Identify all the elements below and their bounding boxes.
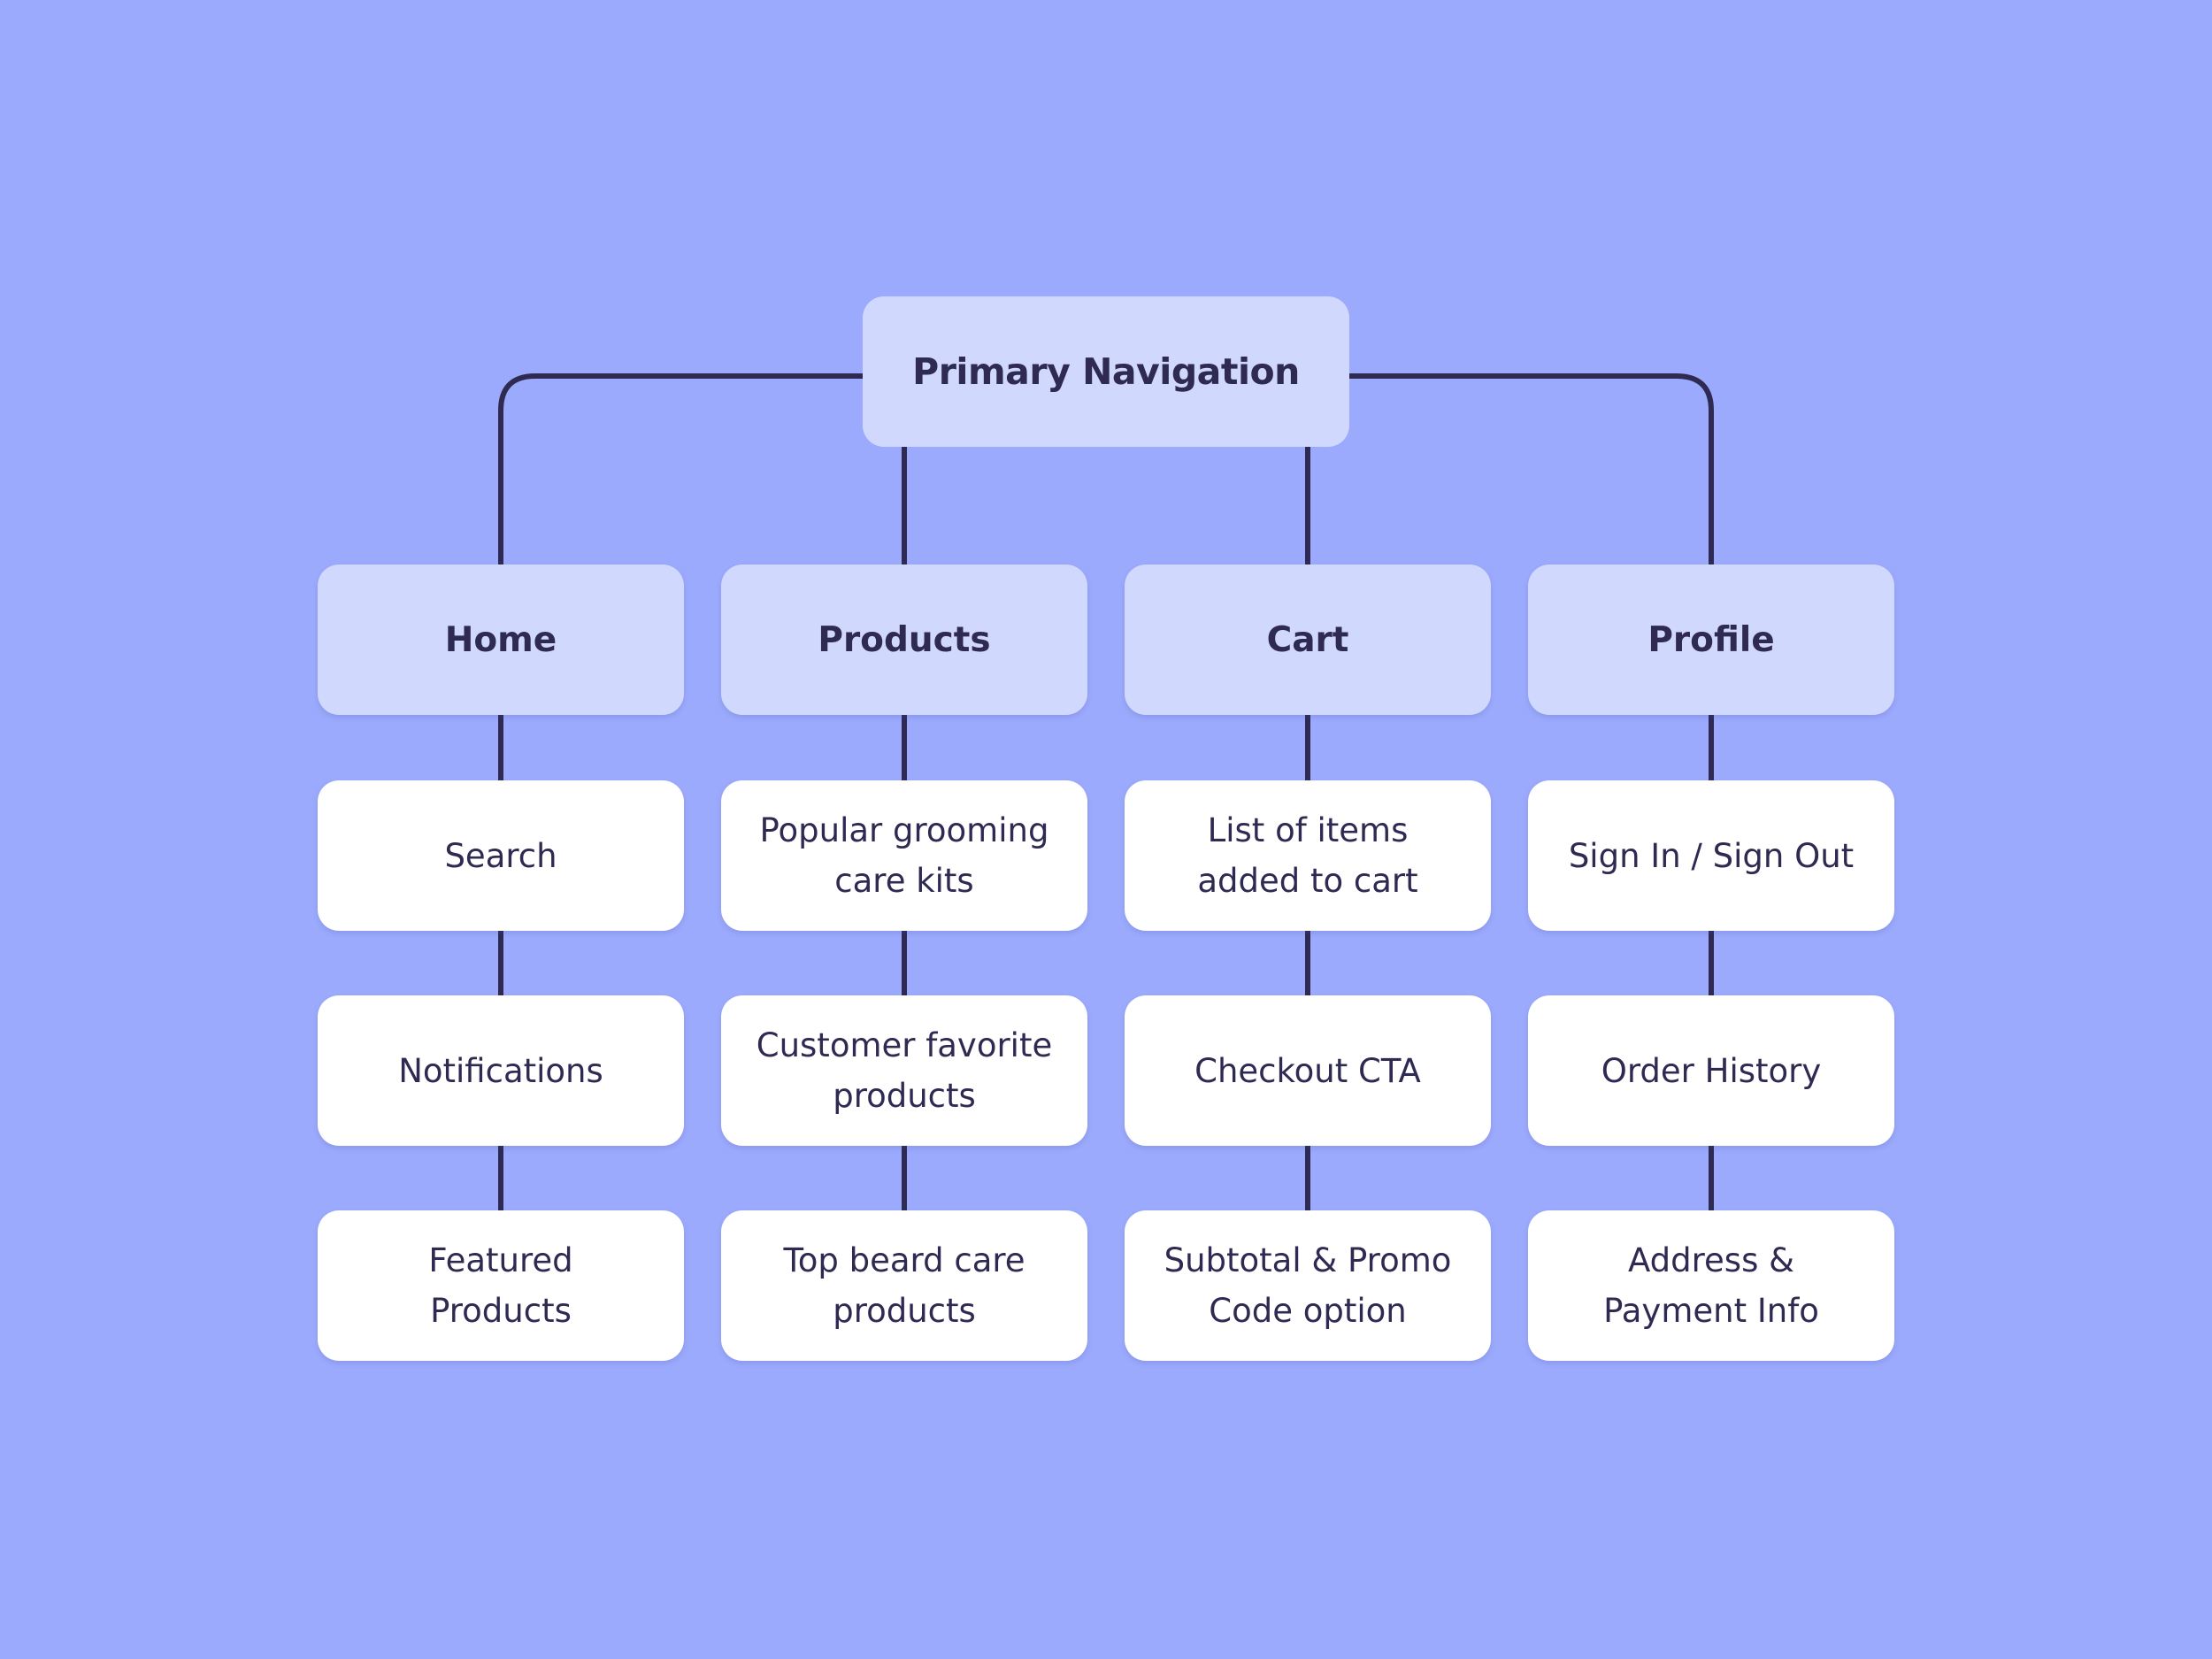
item-profile-order-history: Order History <box>1528 995 1894 1146</box>
category-profile: Profile <box>1528 565 1894 715</box>
item-cart-list-of-items: List of items added to cart <box>1125 780 1491 931</box>
item-home-featured-products: Featured Products <box>318 1210 684 1361</box>
item-products-top-beard-care: Top beard care products <box>721 1210 1087 1361</box>
item-products-customer-favorites: Customer favorite products <box>721 995 1087 1146</box>
item-cart-checkout-cta: Checkout CTA <box>1125 995 1491 1146</box>
category-products: Products <box>721 565 1087 715</box>
connector-root-profile <box>1349 373 1714 566</box>
category-home: Home <box>318 565 684 715</box>
item-home-notifications: Notifications <box>318 995 684 1146</box>
item-home-search: Search <box>318 780 684 931</box>
item-profile-sign-in-out: Sign In / Sign Out <box>1528 780 1894 931</box>
item-profile-address-payment: Address & Payment Info <box>1528 1210 1894 1361</box>
connector-root-home <box>498 373 863 566</box>
item-products-popular-kits: Popular grooming care kits <box>721 780 1087 931</box>
item-cart-subtotal-promo: Subtotal & Promo Code option <box>1125 1210 1491 1361</box>
primary-navigation-node: Primary Navigation <box>863 296 1349 447</box>
category-cart: Cart <box>1125 565 1491 715</box>
